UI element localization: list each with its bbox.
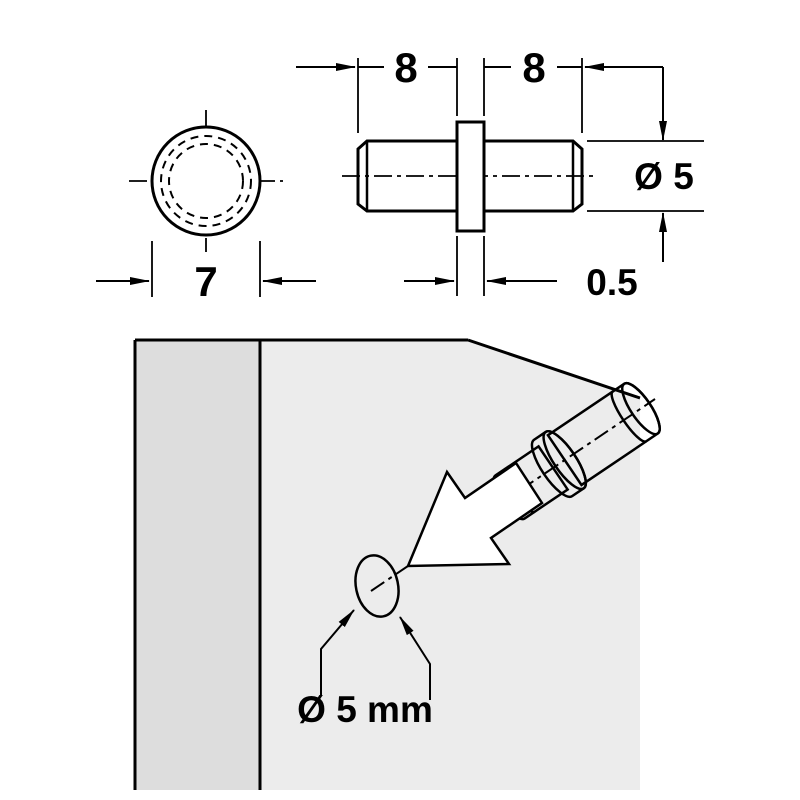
panel-edge-strip [136,340,260,790]
pin-flange [455,120,486,233]
front-view: 7 [96,110,316,305]
dim-dia5-label: Ø 5 [634,156,694,197]
dim-7-label: 7 [194,258,217,305]
dim-8-right-label: 8 [522,44,545,91]
installation-view: Ø 5 mm [133,338,661,790]
dim-05-label: 0.5 [586,262,637,303]
pin-hidden-circle-outer [160,135,252,227]
dimension-7: 7 [96,241,316,305]
dimension-8-8: 8 8 [296,44,663,133]
insertion-arrow-icon [406,461,544,568]
hole-dimension: Ø 5 mm [297,609,433,730]
side-view: 8 8 Ø 5 0.5 [296,44,704,303]
panel-diagonal-edge [467,338,641,400]
hole-leader-left [320,609,355,696]
dim-8-left-label: 8 [394,44,417,91]
pin-outer-circle [150,125,262,237]
dimension-05: 0.5 [404,236,638,303]
hole-diameter-label: Ø 5 mm [297,689,433,730]
pin-hidden-circle-inner [168,143,244,219]
dimension-dia5: Ø 5 [587,67,704,262]
hole-leader-right [399,616,431,700]
